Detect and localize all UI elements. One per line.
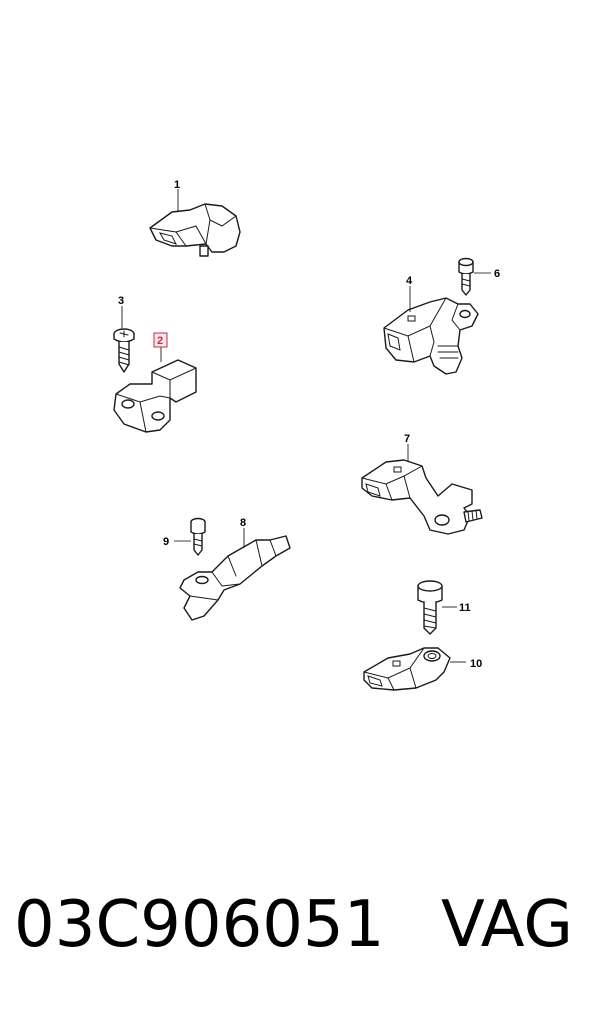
part-8-crankshaft-sensor xyxy=(179,528,291,621)
part-2-sensor-housing xyxy=(113,332,197,433)
callout-9: 9 xyxy=(163,536,169,548)
callout-2: 2 xyxy=(157,335,163,347)
callout-6: 6 xyxy=(494,268,500,280)
callout-11: 11 xyxy=(459,602,471,614)
part-10-temperature-sender xyxy=(363,647,466,691)
part-number-label: 03C906051 xyxy=(14,888,385,962)
part-11-bolt xyxy=(417,580,457,635)
callout-1: 1 xyxy=(174,179,180,191)
part-3-screw xyxy=(113,306,135,373)
part-1-pressure-sensor xyxy=(149,189,241,257)
brand-label: VAG xyxy=(441,888,573,962)
callout-7: 7 xyxy=(404,433,410,445)
part-4-hall-sender xyxy=(383,286,479,375)
part-9-bolt xyxy=(174,517,206,556)
callout-3: 3 xyxy=(118,295,124,307)
callout-10: 10 xyxy=(470,658,482,670)
part-6-bolt xyxy=(458,257,491,296)
part-7-speed-sender xyxy=(361,444,483,535)
callout-4: 4 xyxy=(406,275,413,287)
callout-8: 8 xyxy=(240,517,246,529)
